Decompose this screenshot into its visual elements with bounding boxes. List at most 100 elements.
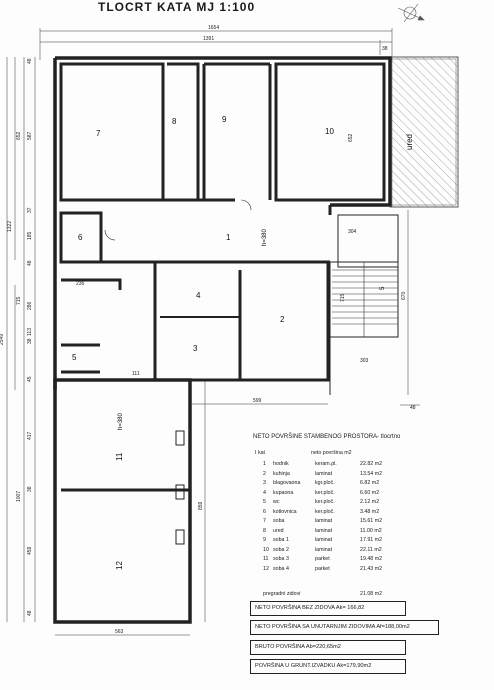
- legend-cell-floor: laminat: [315, 546, 333, 553]
- legend-cell-floor: laminat: [315, 527, 333, 534]
- legend-pregradni-label: pregradni zidovi: [263, 591, 301, 597]
- dim-left-outer: 2549: [0, 334, 5, 345]
- legend-cell-area: 22.11 m2: [360, 546, 382, 553]
- room-10-label: 10: [325, 127, 334, 136]
- legend-cell-name: soba 2: [273, 546, 289, 553]
- legend-cell-floor: parket: [315, 565, 330, 572]
- dim-left-652: 652: [16, 131, 22, 140]
- legend-cell-n: 3: [263, 480, 266, 486]
- legend-cell-name: ured: [273, 527, 284, 534]
- dim-670: 670: [401, 291, 407, 300]
- legend-col-kat: I kat: [255, 450, 266, 456]
- dim-left-38: 38: [27, 338, 33, 344]
- dim-left-286: 286: [27, 301, 33, 310]
- dim-left-185: 185: [27, 231, 33, 240]
- legend-cell-floor: laminat: [315, 470, 333, 477]
- dim-top-overall: 1654: [208, 25, 219, 31]
- dim-left-37: 37: [27, 207, 33, 213]
- dim-left-38b: 38: [27, 486, 33, 492]
- dim-top-inner: 1391: [203, 36, 214, 42]
- legend-cell-area: 6.82 m2: [360, 480, 380, 486]
- room-6-label: 6: [78, 233, 83, 242]
- legend-cell-name: kotlovnica: [273, 508, 297, 515]
- legend-cell-n: 11: [263, 556, 269, 562]
- legend-cell-n: 1: [263, 461, 266, 467]
- legend-cell-n: 10: [263, 546, 269, 553]
- legend-cell-floor: laminat: [315, 537, 333, 543]
- summary-neto-sa-zidovima: NETO POVRŠINA SA UNUTARNJIM ZIDOVIMA Af=…: [250, 620, 439, 635]
- legend-row: 11 soba 3 parket 19.48 m2: [263, 556, 483, 565]
- room-2-label: 2: [280, 315, 285, 324]
- legend-row: 1 hodnik keram.pl. 22.82 m2: [263, 461, 483, 470]
- room-7-label: 7: [96, 129, 101, 138]
- legend-cell-floor: ker.ploč.: [315, 499, 335, 505]
- room-8-label: 8: [172, 117, 177, 126]
- dim-mid-599: 599: [253, 398, 262, 404]
- dim-304: 304: [348, 229, 357, 235]
- legend-cell-area: 2.12 m2: [360, 499, 380, 505]
- room-1-label: 1: [226, 233, 231, 242]
- room-3-label: 3: [193, 344, 198, 353]
- summary-bruto: BRUTO POVRŠINA Ab=220,65m2: [250, 640, 406, 655]
- dim-left-113: 113: [27, 328, 33, 336]
- dim-left-459: 459: [27, 546, 33, 555]
- room-11-height: h=380: [118, 412, 124, 430]
- legend-cell-floor: parket: [315, 556, 330, 562]
- legend-cell-floor: ker.ploč.: [315, 489, 335, 496]
- dim-303: 303: [360, 358, 369, 364]
- legend-cell-floor: laminat: [315, 518, 333, 524]
- legend-row: 10 soba 2 laminat 22.11 m2: [263, 547, 483, 556]
- legend-cell-floor: ker.ploč.: [315, 508, 335, 515]
- summary-grunt-izvadak: POVRŠINA U GRUNT.IZVADKU Ak=179,90m2: [250, 659, 406, 674]
- room-1-height: h=380: [262, 228, 268, 246]
- legend-cell-area: 13.54 m2: [360, 470, 383, 477]
- dim-111: 111: [132, 371, 140, 377]
- stair-label: 5: [380, 286, 386, 290]
- room-5-label: 5: [72, 353, 77, 362]
- legend-cell-n: 7: [263, 518, 266, 524]
- dim-859: 859: [198, 501, 204, 510]
- dim-left-1322: 1322: [7, 221, 13, 232]
- legend-cell-name: soba 3: [273, 556, 289, 562]
- legend-cell-floor: kgr.ploč.: [315, 480, 335, 486]
- dim-room10-depth: 652: [348, 133, 354, 142]
- page-title: TLOCRT KATA MJ 1:100: [98, 0, 256, 14]
- legend-cell-area: 21.43 m2: [360, 565, 383, 572]
- legend-col-area: neto površina m2: [311, 450, 352, 456]
- room-4-label: 4: [196, 291, 201, 300]
- legend-cell-area: 22.82 m2: [360, 461, 383, 467]
- room-9-label: 9: [222, 115, 227, 124]
- legend-cell-area: 19.48 m2: [360, 556, 383, 562]
- legend-cell-name: kupaona: [273, 489, 294, 496]
- summary-neto-bez-zidova: NETO POVRŠINA BEZ ZIDOVA Ak= 166,82: [250, 601, 406, 616]
- legend-cell-name: hodnik: [273, 461, 289, 467]
- dim-left-715: 715: [16, 296, 22, 305]
- dim-top-right: 38: [382, 46, 388, 52]
- legend-cell-n: 12: [263, 565, 269, 572]
- legend-cell-name: soba 4: [273, 565, 289, 572]
- compass-icon: [397, 3, 425, 23]
- room-12-label: 12: [115, 561, 124, 570]
- dim-right-48: 48: [410, 405, 416, 411]
- legend-row: 12 soba 4 parket 21.43 m2: [263, 566, 483, 575]
- dim-left-45: 45: [27, 376, 33, 382]
- dim-715b: 715: [340, 293, 346, 302]
- legend-cell-name: soba: [273, 518, 285, 524]
- legend-cell-floor: keram.pl.: [315, 461, 337, 467]
- legend-cell-area: 11.00 m2: [360, 527, 382, 534]
- legend-cell-n: 9: [263, 537, 266, 543]
- legend-cell-n: 6: [263, 508, 266, 515]
- legend-pregradni-value: 21.08 m2: [360, 591, 383, 597]
- legend-title: NETO POVRŠINE STAMBENOG PROSTORA- tlocrt…: [253, 434, 401, 440]
- room-ured-label: ured: [405, 134, 414, 150]
- legend-cell-area: 15.61 m2: [360, 518, 383, 524]
- legend-cell-n: 4: [263, 489, 266, 496]
